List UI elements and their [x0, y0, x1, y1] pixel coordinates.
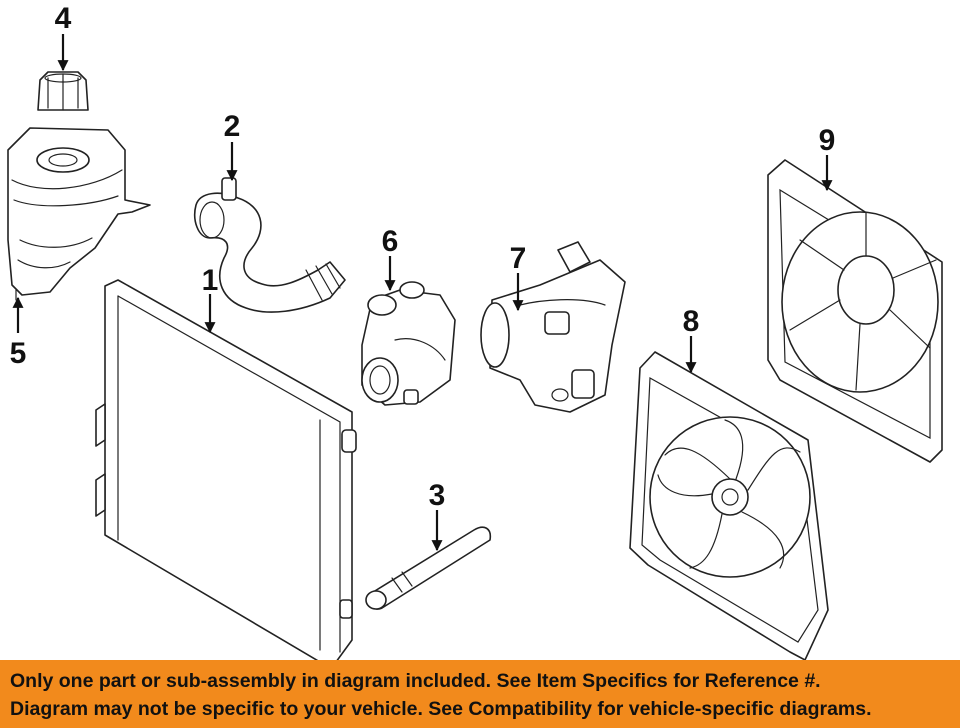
callout-5: 5: [10, 337, 27, 370]
water-pump-part: [480, 241, 626, 413]
lower-hose-part: [365, 526, 492, 610]
callout-6: 6: [382, 225, 399, 258]
callout-1: 1: [202, 264, 219, 297]
parts-diagram: 4 5 2 1 6 7 3 8 9: [7, 2, 943, 660]
reservoir-cap-part: [37, 71, 89, 111]
disclaimer-banner: Only one part or sub-assembly in diagram…: [0, 660, 960, 728]
thermostat-housing-part: [361, 281, 456, 406]
fan-assembly-part: [629, 351, 829, 660]
callout-4: 4: [55, 2, 72, 35]
callout-7: 7: [510, 242, 527, 275]
radiator-part: [95, 279, 357, 660]
callout-9: 9: [819, 124, 836, 157]
callout-3: 3: [429, 479, 446, 512]
expansion-tank-part: [7, 127, 151, 301]
leader-lines: [12, 34, 833, 552]
disclaimer-line-1: Only one part or sub-assembly in diagram…: [10, 670, 821, 692]
fan-shroud-part: [767, 159, 943, 463]
callout-2: 2: [224, 110, 241, 143]
disclaimer-line-2: Diagram may not be specific to your vehi…: [10, 698, 872, 720]
callout-8: 8: [683, 305, 700, 338]
